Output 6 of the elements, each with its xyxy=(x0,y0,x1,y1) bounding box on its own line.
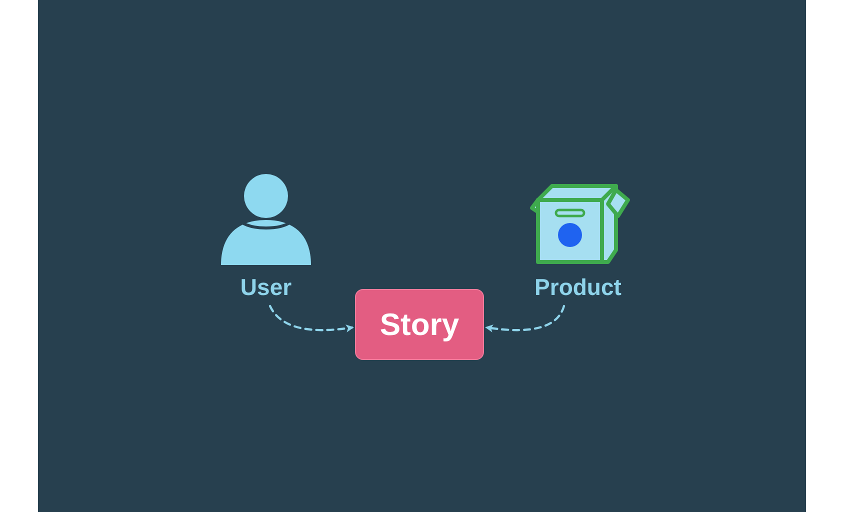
node-label: Product xyxy=(534,274,622,300)
dashed-arrow xyxy=(485,304,566,332)
node-label: User xyxy=(240,274,292,300)
dashed-arrow xyxy=(268,304,354,332)
story-label: Story xyxy=(380,306,460,342)
process-box xyxy=(355,289,484,360)
